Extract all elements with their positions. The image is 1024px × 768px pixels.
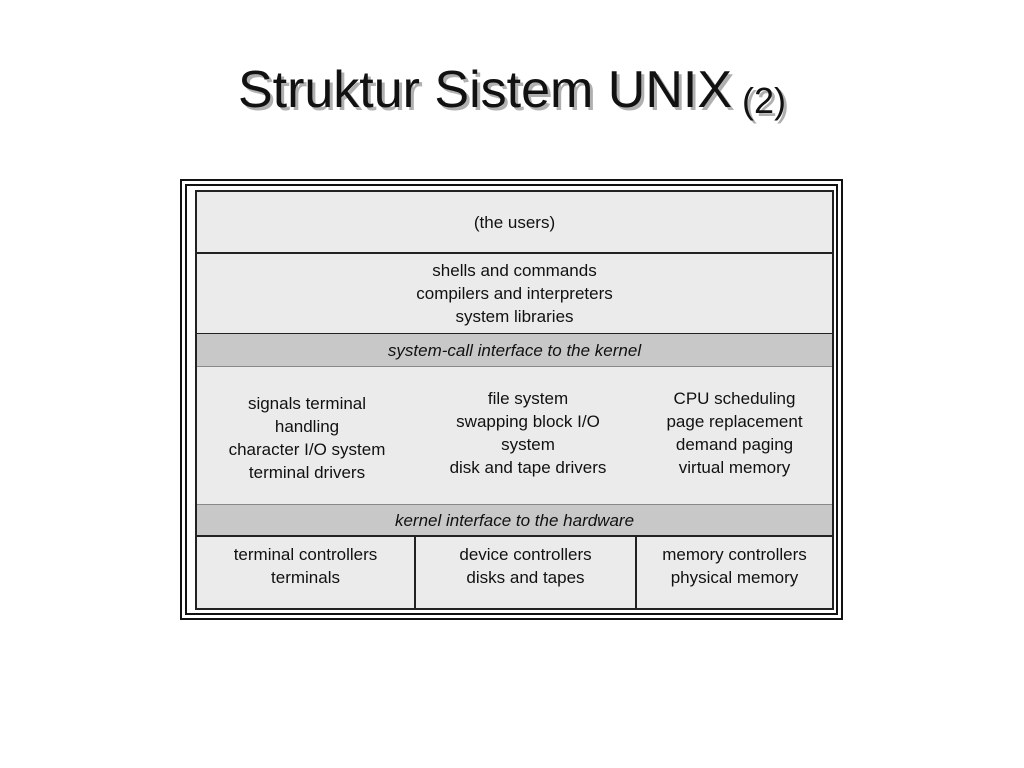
hardware-line: disks and tapes (466, 567, 585, 587)
slide-title-sub: (2) (742, 80, 787, 121)
shells-line: shells and commands (432, 261, 597, 280)
kernel-line: handling (274, 416, 340, 436)
kernel-column-filesystem: file system swapping block I/O system di… (419, 367, 637, 504)
kernel-line: signals terminal (247, 393, 367, 413)
shells-line: compilers and interpreters (416, 284, 613, 303)
hardware-line: terminal controllers (233, 544, 378, 564)
users-label: (the users) (473, 212, 556, 232)
hardware-layer: terminal controllers terminals device co… (197, 537, 832, 608)
hardware-line: memory controllers (662, 544, 807, 564)
hardware-column-memory: memory controllers physical memory (637, 537, 832, 608)
slide-title: Struktur Sistem UNIX(2) (0, 58, 1024, 127)
syscall-interface-label: system-call interface to the kernel (387, 340, 642, 360)
hardware-interface-label: kernel interface to the hardware (394, 510, 635, 530)
hardware-column-device: device controllers disks and tapes (416, 537, 637, 608)
kernel-line: virtual memory (678, 457, 791, 477)
kernel-column-terminal: signals terminal handling character I/O … (207, 367, 407, 504)
shells-layer: shells and commands compilers and interp… (197, 254, 832, 334)
kernel-line: file system (487, 388, 569, 408)
hardware-line: terminals (271, 567, 340, 587)
kernel-line: swapping block I/O (456, 411, 600, 431)
kernel-line: terminal drivers (248, 462, 366, 482)
kernel-line: system (501, 434, 555, 454)
kernel-line: CPU scheduling (673, 388, 796, 408)
kernel-layer: signals terminal handling character I/O … (197, 367, 832, 504)
hardware-interface-layer: kernel interface to the hardware (197, 504, 832, 537)
unix-structure-diagram: (the users) shells and commands compiler… (195, 190, 834, 610)
hardware-line: physical memory (670, 567, 799, 587)
kernel-line: page replacement (666, 411, 803, 431)
shells-line: system libraries (455, 307, 574, 326)
kernel-line: character I/O system (228, 439, 386, 459)
hardware-column-terminal: terminal controllers terminals (197, 537, 416, 608)
kernel-line: disk and tape drivers (449, 457, 607, 477)
kernel-column-memory: CPU scheduling page replacement demand p… (637, 367, 832, 504)
kernel-line: demand paging (675, 434, 794, 454)
diagram-inner-frame (185, 184, 838, 615)
users-layer: (the users) (197, 192, 832, 254)
hardware-line: device controllers (459, 544, 592, 564)
syscall-interface-layer: system-call interface to the kernel (197, 334, 832, 367)
diagram-outer-frame (180, 179, 843, 620)
slide-title-main: Struktur Sistem UNIX (237, 61, 733, 119)
